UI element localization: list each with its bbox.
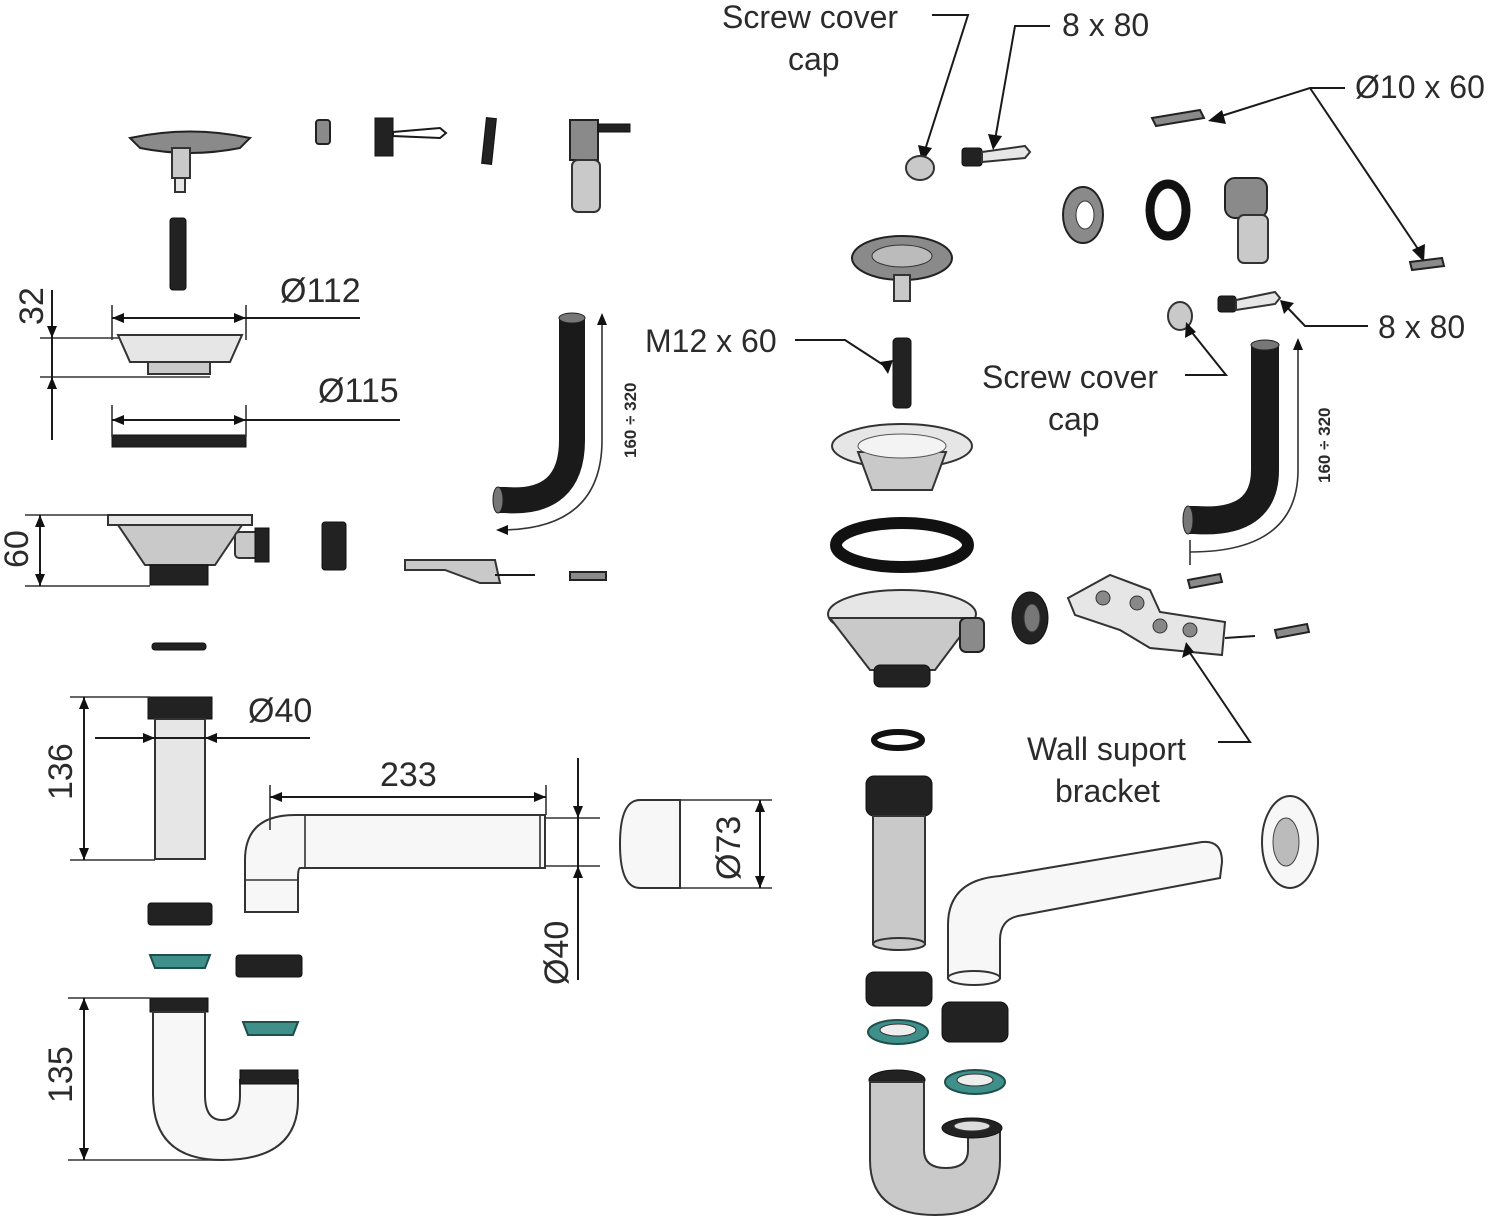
dim-height-136: 136 <box>42 743 80 800</box>
dimension-lines-flange <box>40 290 360 440</box>
dim-range-left: 160 ÷ 320 <box>621 382 640 458</box>
callout-screw-cover-cap-top-2: cap <box>788 41 840 77</box>
leader-screw-8x80-top <box>994 25 1050 141</box>
dimension-lines-elbow <box>269 758 600 980</box>
overflow-elbow-part <box>569 119 631 213</box>
leader-anchor-b <box>1309 87 1421 253</box>
flat-gasket-strip-part <box>481 117 497 165</box>
dim-height-60: 60 <box>0 530 36 568</box>
tailpiece-part-right <box>865 775 933 951</box>
overflow-nut-part <box>1062 186 1104 244</box>
wall-bracket-part-left <box>404 559 607 584</box>
dim-diameter-40-tailpiece: Ø40 <box>248 692 312 730</box>
waste-body-part-right <box>827 589 985 688</box>
callout-anchor-10x60: Ø10 x 60 <box>1355 69 1485 105</box>
dimension-lines-trap <box>68 997 220 1161</box>
overflow-elbow-part-right <box>1224 177 1269 264</box>
slip-nut-part-right-1 <box>865 971 933 1007</box>
dim-diameter-115: Ø115 <box>318 372 399 410</box>
strainer-basket-part-right <box>851 235 953 302</box>
cone-gasket-part-right-2 <box>944 1069 1006 1095</box>
tailpiece-part <box>147 696 213 860</box>
sealing-ring-part <box>111 405 400 448</box>
flexible-hose-part-left <box>492 312 607 535</box>
screw-part-top <box>961 144 1032 167</box>
slip-nut-part-2 <box>235 954 303 978</box>
slip-nut-part-1 <box>147 902 213 926</box>
flexible-hose-part-right <box>1182 338 1303 565</box>
wall-anchor-part-top <box>1150 108 1206 128</box>
strainer-basket-part <box>127 130 253 193</box>
cone-gasket-part-right-1 <box>867 1019 929 1045</box>
screw-with-washer-part <box>374 117 448 157</box>
wall-support-bracket-part <box>1066 572 1311 657</box>
waste-body-part <box>107 514 270 586</box>
bolt-part-right <box>892 337 912 409</box>
connector-nut-part <box>321 521 347 571</box>
callout-bolt-m12x60: M12 x 60 <box>645 323 777 359</box>
slip-nut-part-right-2 <box>941 1001 1009 1043</box>
thin-gasket-part <box>151 642 207 651</box>
dim-range-right: 160 ÷ 320 <box>1315 407 1334 483</box>
callout-screw-cover-cap-right-2: cap <box>1048 401 1100 437</box>
callout-screw-8x80-top: 8 x 80 <box>1062 7 1149 43</box>
leader-screw-cover-cap-top <box>924 14 970 151</box>
flange-part-right <box>831 423 973 491</box>
callout-wall-support-bracket: Wall suport <box>1027 731 1186 767</box>
screw-part-right <box>1217 290 1282 313</box>
dimension-lines-tailpiece <box>70 696 310 861</box>
dim-diameter-40-elbow: Ø40 <box>538 921 576 985</box>
screw-cover-cap-part-top <box>905 155 935 181</box>
cone-gasket-part-2 <box>241 1021 300 1036</box>
dim-diameter-112: Ø112 <box>280 272 361 310</box>
dimension-lines-body <box>25 514 150 587</box>
leader-bolt-m12 <box>795 339 889 369</box>
bolt-part <box>169 217 187 291</box>
callout-screw-cover-cap-right: Screw cover <box>982 359 1158 395</box>
cone-gasket-part-1 <box>148 954 212 969</box>
p-trap-part-left <box>149 997 299 1162</box>
leader-screw-cover-cap-right <box>1185 329 1229 376</box>
overflow-connector-nut-part <box>1011 591 1049 645</box>
overflow-ring-part <box>1145 179 1191 241</box>
wall-anchor-part-right <box>1408 256 1446 272</box>
outlet-elbow-pipe-part-right <box>947 840 1224 986</box>
dim-height-32: 32 <box>13 287 51 325</box>
dim-length-233: 233 <box>380 756 437 794</box>
leader-anchor-a <box>1214 87 1345 119</box>
leader-screw-8x80-right <box>1284 304 1368 327</box>
outlet-elbow-pipe-part <box>244 814 546 913</box>
sealing-ring-part-right <box>830 517 974 573</box>
thin-gasket-part-right <box>871 729 925 751</box>
dim-diameter-73: Ø73 <box>710 816 748 880</box>
small-nut-part <box>315 119 331 145</box>
p-trap-part-right <box>868 1069 1003 1217</box>
callout-wall-support-bracket-2: bracket <box>1055 773 1160 809</box>
flange-part <box>116 334 244 375</box>
dim-height-135: 135 <box>42 1046 80 1103</box>
leader-wall-support-bracket <box>1187 649 1252 743</box>
wall-rosette-part-right <box>1261 795 1319 889</box>
wall-rosette-part <box>618 799 772 889</box>
callout-screw-8x80-right: 8 x 80 <box>1378 309 1465 345</box>
callout-screw-cover-cap-top: Screw cover <box>722 0 898 35</box>
